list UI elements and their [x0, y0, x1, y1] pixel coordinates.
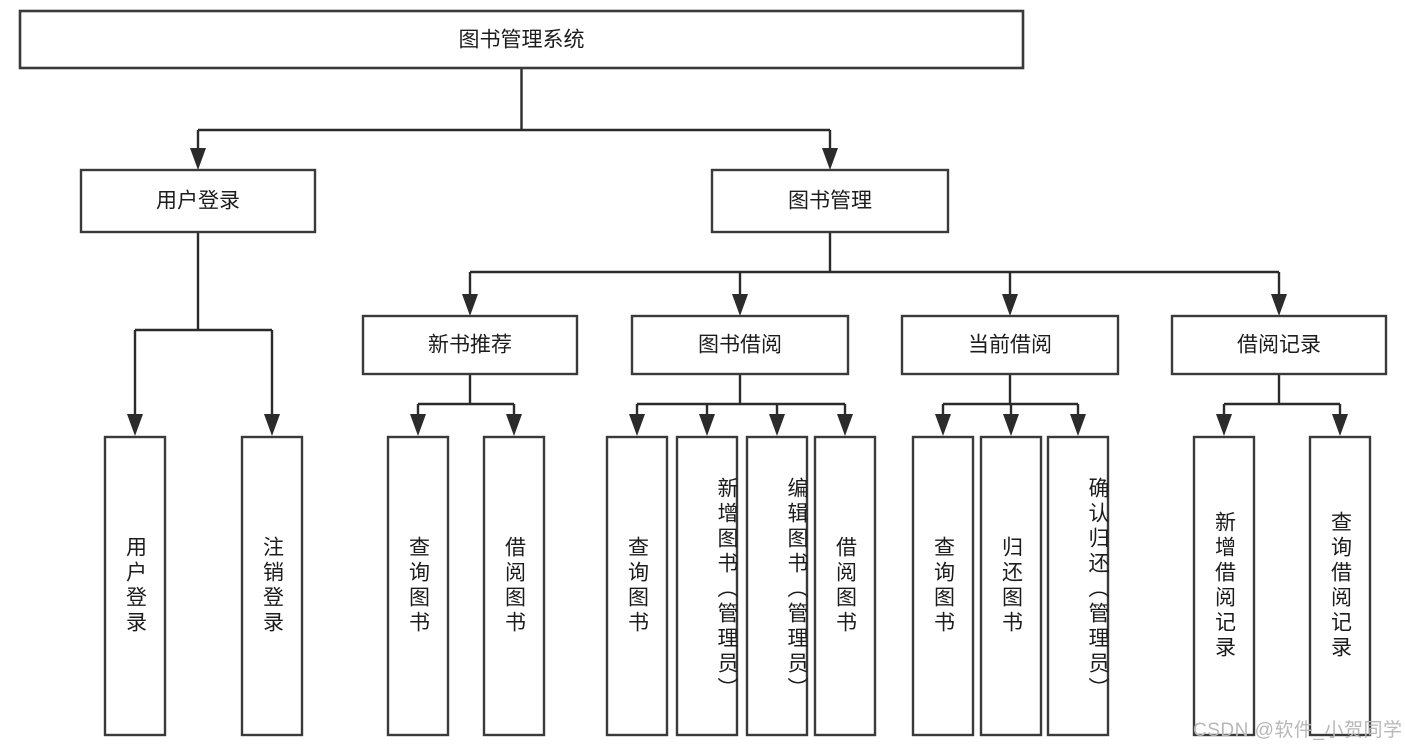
arrow-current-borrow-leaf-3	[1070, 414, 1086, 436]
arrow-user-login-leaf-2	[264, 414, 280, 436]
leaf-bb-edit-box[interactable]	[745, 435, 809, 737]
node-user-login-label: 用户登录	[156, 190, 240, 213]
node-book-borrow-label: 图书借阅	[698, 334, 782, 357]
arrow-borrow-record-leaf-1	[1216, 414, 1232, 436]
arrow-current-borrow-leaf-1	[935, 414, 951, 436]
arrow-borrow-record-leaf-2	[1332, 414, 1348, 436]
edge-layer	[127, 68, 1348, 436]
node-book-manage-label: 图书管理	[788, 190, 872, 213]
leaf-cb-return-box[interactable]	[979, 435, 1043, 737]
node-book-borrow-box[interactable]	[630, 314, 850, 376]
arrow-new-book-leaf-1	[410, 414, 426, 436]
arrow-book-borrow-leaf-3	[769, 414, 785, 436]
arrow-book-manage-to-book-borrow	[732, 294, 748, 316]
leaf-user-login-box[interactable]	[103, 435, 167, 737]
node-borrow-record-label: 借阅记录	[1237, 334, 1321, 357]
arrow-current-borrow-leaf-2	[1003, 414, 1019, 436]
arrow-book-borrow-leaf-2	[699, 414, 715, 436]
node-root-box[interactable]	[18, 9, 1025, 70]
arrow-book-borrow-leaf-4	[837, 414, 853, 436]
node-root-label: 图书管理系统	[459, 29, 585, 52]
arrow-book-manage-to-current-borrow	[1002, 294, 1018, 316]
node-new-book-label: 新书推荐	[428, 334, 512, 357]
node-new-book-box[interactable]	[361, 314, 579, 376]
leaf-bb-query-box[interactable]	[605, 435, 669, 737]
arrow-book-manage-to-borrow-record	[1271, 294, 1287, 316]
node-current-borrow-box[interactable]	[900, 314, 1120, 376]
node-layer: 图书管理系统 用户登录 图书管理 新书推荐 图书借阅 当前借阅 借阅记录	[18, 9, 1388, 737]
leaf-bb-add-box[interactable]	[675, 435, 739, 737]
leaf-nb-borrow-box[interactable]	[482, 435, 546, 737]
watermark-text: CSDN @软件_小贺同学	[1193, 720, 1403, 741]
leaf-br-add-box[interactable]	[1192, 435, 1256, 737]
node-current-borrow-label: 当前借阅	[968, 334, 1052, 357]
arrow-new-book-leaf-2	[506, 414, 522, 436]
arrow-root-to-book-manage	[822, 148, 838, 170]
node-book-manage-box[interactable]	[710, 168, 950, 234]
leaf-cb-confirm-box[interactable]	[1046, 435, 1110, 737]
arrow-book-manage-to-new-book	[462, 294, 478, 316]
leaf-logout-box[interactable]	[240, 435, 304, 737]
arrow-book-borrow-leaf-1	[629, 414, 645, 436]
arrow-root-to-user-login	[190, 148, 206, 170]
node-borrow-record-box[interactable]	[1170, 314, 1388, 376]
leaf-nb-query-box[interactable]	[386, 435, 450, 737]
leaf-cb-query-box[interactable]	[911, 435, 975, 737]
node-user-login-box[interactable]	[79, 168, 317, 234]
arrow-user-login-leaf-1	[127, 414, 143, 436]
leaf-bb-borrow-box[interactable]	[813, 435, 877, 737]
leaf-br-query-box[interactable]	[1308, 435, 1372, 737]
